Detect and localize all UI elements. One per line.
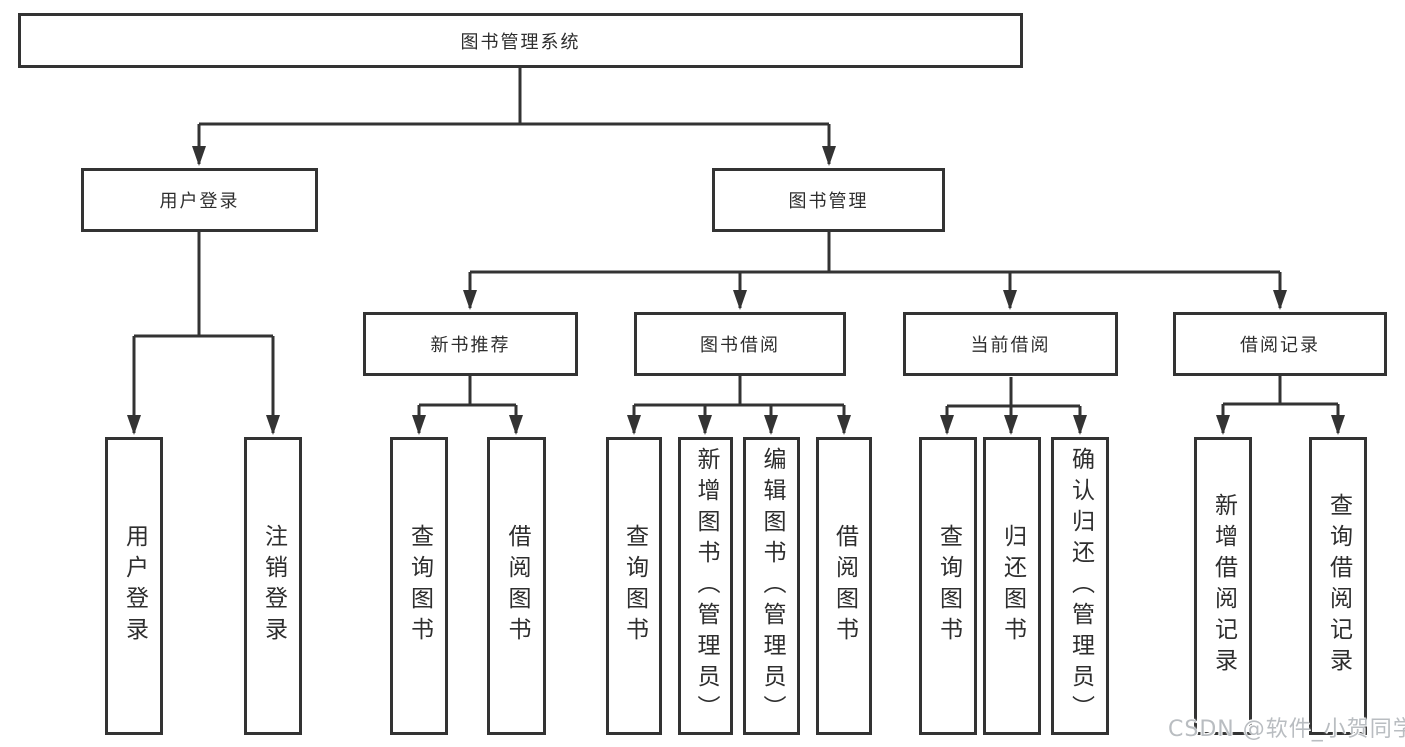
- leaf-query-books-recommend-label: 查询图书: [406, 524, 433, 648]
- leaf-borrow-books-recommend-label: 借阅图书: [504, 524, 530, 648]
- group-current-borrowing-label: 当前借阅: [970, 335, 1051, 356]
- leaf-return-books-label: 归还图书: [999, 524, 1026, 648]
- branch-user-login: 用户登录: [81, 168, 318, 232]
- branch-book-management-label: 图书管理: [788, 191, 869, 212]
- leaf-borrow-books-borrowing: 借阅图书: [816, 437, 872, 735]
- group-new-book-recommendation-label: 新书推荐: [430, 335, 511, 356]
- root-node-label: 图书管理系统: [460, 31, 581, 53]
- leaf-query-books-current: 查询图书: [919, 437, 977, 735]
- leaf-confirm-return-admin: 确认归还（管理员）: [1051, 437, 1109, 735]
- connector-arrow-lines: [127, 124, 1345, 435]
- leaf-logout-label: 注销登录: [260, 524, 287, 648]
- leaf-user-login: 用户登录: [105, 437, 163, 735]
- leaf-add-borrow-record-label: 新增借阅记录: [1210, 493, 1237, 679]
- connector-trunk-lines: [134, 68, 1338, 408]
- leaf-edit-books-admin: 编辑图书（管理员）: [743, 437, 800, 735]
- leaf-add-books-admin-label: 新增图书（管理员）: [693, 446, 719, 726]
- group-book-borrowing: 图书借阅: [634, 312, 846, 376]
- group-book-borrowing-label: 图书借阅: [700, 335, 780, 356]
- group-current-borrowing: 当前借阅: [903, 312, 1118, 376]
- leaf-query-books-borrowing: 查询图书: [606, 437, 662, 735]
- leaf-borrow-books-borrowing-label: 借阅图书: [831, 524, 858, 648]
- csdn-watermark: CSDN @软件_小贺同学: [1168, 717, 1405, 742]
- leaf-return-books: 归还图书: [983, 437, 1041, 735]
- leaf-logout: 注销登录: [244, 437, 302, 735]
- root-node-library-management-system: 图书管理系统: [18, 13, 1023, 68]
- leaf-borrow-books-recommend: 借阅图书: [487, 437, 546, 735]
- group-borrowing-records-label: 借阅记录: [1240, 335, 1320, 356]
- leaf-query-books-recommend: 查询图书: [390, 437, 448, 735]
- leaf-query-borrow-record-label: 查询借阅记录: [1325, 493, 1352, 679]
- leaf-user-login-label: 用户登录: [121, 524, 148, 648]
- leaf-add-borrow-record: 新增借阅记录: [1194, 437, 1252, 735]
- leaf-query-books-current-label: 查询图书: [935, 524, 962, 648]
- leaf-confirm-return-admin-label: 确认归还（管理员）: [1067, 446, 1094, 726]
- leaf-query-books-borrowing-label: 查询图书: [621, 524, 648, 648]
- group-borrowing-records: 借阅记录: [1173, 312, 1387, 376]
- group-new-book-recommendation: 新书推荐: [363, 312, 578, 376]
- branch-user-login-label: 用户登录: [159, 191, 240, 212]
- branch-book-management: 图书管理: [712, 168, 945, 232]
- leaf-edit-books-admin-label: 编辑图书（管理员）: [759, 446, 785, 726]
- leaf-add-books-admin: 新增图书（管理员）: [678, 437, 733, 735]
- leaf-query-borrow-record: 查询借阅记录: [1309, 437, 1367, 735]
